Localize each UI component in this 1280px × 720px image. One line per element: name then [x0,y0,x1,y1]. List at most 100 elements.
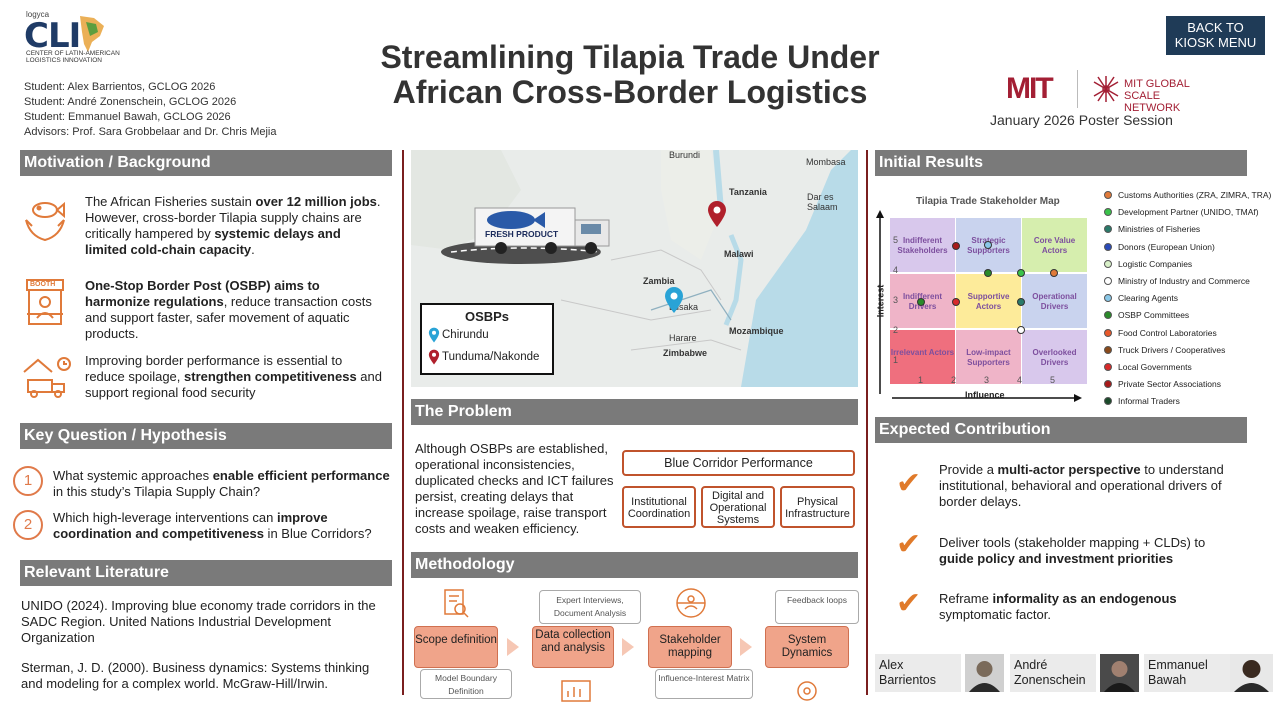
x-tick-label: 1 [918,375,924,385]
x-axis-label: Influence [965,390,1005,400]
stakeholder-dot [1017,298,1025,306]
stakeholder-quadrant: Core Value Actors [1022,218,1087,272]
chirundu-pin-icon[interactable] [664,286,684,314]
delivery-truck-icon [18,352,74,405]
mit-logo: MIT [1006,72,1054,105]
avatar [1230,654,1273,692]
legend-label: Ministries of Fisheries [1118,224,1201,235]
method-arrow [740,638,752,656]
stakeholder-dot [917,298,925,306]
stakeholder-legend-item: Local Governments [1104,362,1274,374]
map-label: Lusaka [669,302,699,312]
legend-label: Clearing Agents [1118,293,1179,304]
person-name: Alex Barrientos [875,654,961,692]
legend-dot [1104,311,1112,320]
column-divider [866,150,868,695]
fish-hands-icon [22,192,68,249]
x-tick-label: 2 [951,375,957,385]
tunduma-legend-pin-icon [428,349,440,365]
check-icon: ✔ [896,467,922,500]
section-header-results: Initial Results [875,150,1247,176]
legend-dot [1104,191,1112,199]
avatar [1100,654,1139,692]
literature-ref-1: UNIDO (2024). Improving blue economy tra… [21,598,376,645]
legend-label: Donors (European Union) [1118,241,1215,252]
legend-dot [1104,259,1112,268]
legend-label: Informal Traders [1118,396,1180,407]
stakeholder-legend-item: Customs Authorities (ZRA, ZIMRA, TRA) [1104,190,1274,202]
cli-logo: CLI [24,16,81,56]
question-text-1: What systemic approaches enable efficien… [53,468,390,499]
osbp-legend-title: OSBPs [464,309,510,324]
legend-dot [1104,225,1112,234]
method-step-system-dynamics: System Dynamics [765,626,849,668]
y-tick-label: 1 [893,355,899,365]
credit-line: Student: André Zonenschein, GCLOG 2026 [24,96,237,108]
question-number-1: 1 [13,466,43,496]
legend-dot [1104,397,1112,406]
problem-driver-box: Digital and Operational Systems [701,486,775,528]
credit-line: Student: Alex Barrientos, GCLOG 2026 [24,81,216,93]
method-sub-stakeholder: Influence-Interest Matrix [655,669,753,699]
section-header-methodology: Methodology [411,552,858,578]
back-to-kiosk-button[interactable]: BACK TO KIOSK MENU [1166,16,1265,55]
stakeholder-quadrant: Operational Drivers [1022,274,1087,328]
stakeholder-legend-item: Ministry of Industry and Commerce [1104,276,1274,288]
method-sub-data: Expert Interviews, Document Analysis [539,590,641,624]
section-header-problem: The Problem [411,399,858,425]
stakeholder-quadrant: Overlooked Drivers [1022,330,1087,384]
section-header-motivation: Motivation / Background [20,150,392,176]
y-axis-label: Interest [875,284,886,318]
contribution-text-1: Provide a multi-actor perspective to und… [939,462,1224,509]
legend-item-tunduma: Tunduma/Nakonde [442,351,540,363]
y-tick-label: 5 [893,235,899,245]
literature-ref-2: Sterman, J. D. (2000). Business dynamics… [21,660,370,691]
latin-america-map-icon [74,14,108,54]
logo-divider [1077,70,1078,108]
poster-session-label: January 2026 Poster Session [990,112,1173,128]
legend-label: Truck Drivers / Cooperatives [1118,344,1226,355]
person-name: Emmanuel Bawah [1144,654,1230,692]
method-arrow [622,638,634,656]
osbp-legend: OSBPs Chirundu Tunduma/Nakonde [420,303,554,375]
section-header-hypothesis: Key Question / Hypothesis [20,423,392,449]
map-label: Tanzania [729,187,767,197]
legend-dot [1104,242,1112,251]
credit-line: Advisors: Prof. Sara Grobbelaar and Dr. … [24,126,277,138]
method-step-scope: Scope definition [414,626,498,668]
credits: Student: Alex Barrientos, GCLOG 2026 Stu… [24,80,277,140]
stakeholder-map-title: Tilapia Trade Stakeholder Map [916,196,1060,207]
y-tick-label: 2 [893,325,899,335]
stakeholder-dot [1050,269,1058,277]
stakeholder-map-axes [876,210,1082,402]
motivation-text-3: Improving border performance is essentia… [85,353,382,400]
check-icon: ✔ [896,587,922,620]
method-step-stakeholder: Stakeholder mapping [648,626,732,668]
legend-label: OSBP Committees [1118,310,1190,321]
problem-driver-box: Physical Infrastructure [780,486,855,528]
booth-icon [24,278,66,333]
legend-label: Local Governments [1118,362,1192,372]
contribution-text-3: Reframe informality as an endogenous sym… [939,591,1177,622]
stakeholder-legend-item: Donors (European Union) [1104,242,1274,254]
problem-driver-box: Institutional Coordination [622,486,696,528]
stakeholder-network-icon [676,588,706,618]
legend-label: Development Partner (UNIDO, TMAf) [1118,207,1259,218]
truck-label: FRESH PRODUCT [485,229,559,239]
tunduma-pin-icon[interactable] [707,200,727,228]
contribution-text-2: Deliver tools (stakeholder mapping + CLD… [939,535,1206,566]
method-step-data: Data collection and analysis [532,626,614,668]
legend-dot [1104,380,1112,389]
document-search-icon [444,589,469,618]
logyca-logo-text: logyca [26,10,50,19]
legend-dot [1104,345,1112,354]
credit-line: Student: Emmanuel Bawah, GCLOG 2026 [24,111,231,123]
x-tick-label: 4 [1017,375,1023,385]
method-sub-system-dynamics: Feedback loops [775,590,859,624]
x-tick-label: 3 [984,375,990,385]
check-icon: ✔ [896,528,922,561]
stakeholder-legend-item: Logistic Companies [1104,259,1274,271]
map-label: Harare [669,333,697,343]
motivation-text-2: One-Stop Border Post (OSBP) aims to harm… [85,278,372,341]
stakeholder-legend-item: OSBP Committees [1104,310,1274,322]
